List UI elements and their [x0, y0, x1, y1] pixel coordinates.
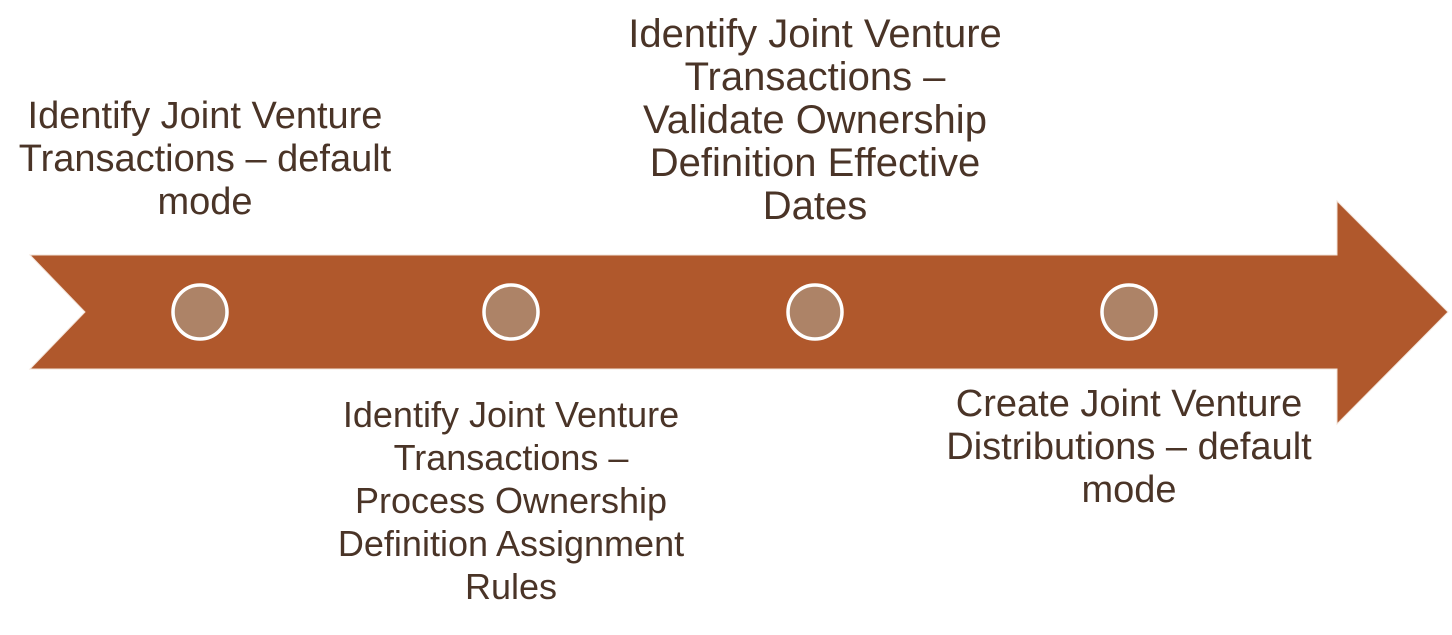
- milestone-label-4: Create Joint Venture Distributions – def…: [946, 383, 1312, 511]
- milestone-label-2: Identify Joint Venture Transactions – Pr…: [337, 394, 685, 607]
- milestone-node-2: [482, 283, 540, 341]
- milestone-label-3: Identify Joint Venture Transactions – Va…: [628, 12, 1002, 228]
- milestone-node-1: [171, 283, 229, 341]
- milestone-label-1: Identify Joint Venture Transactions – de…: [18, 95, 392, 223]
- arrow-shape: [28, 199, 1449, 426]
- milestone-node-4: [1100, 283, 1158, 341]
- milestone-node-3: [786, 283, 844, 341]
